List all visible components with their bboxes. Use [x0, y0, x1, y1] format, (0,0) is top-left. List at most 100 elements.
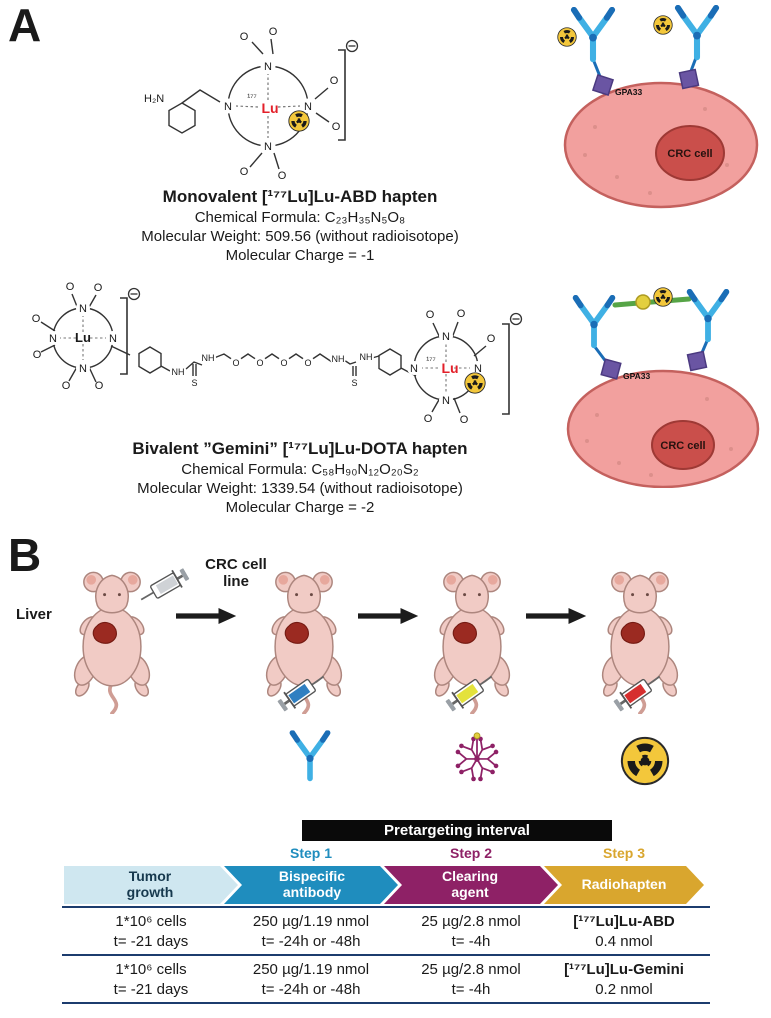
atom-o: O — [269, 26, 278, 38]
amine-group: H₂N — [144, 93, 164, 105]
step-2-label: Step 2 — [449, 845, 492, 861]
table-row2-clearing: 25 µg/2.8 nmol t= -4h — [386, 960, 556, 999]
atom-o: O — [457, 308, 466, 320]
atom-o: O — [95, 380, 104, 392]
hapten-ball-icon — [635, 294, 651, 310]
banner-seg-clearing-agent — [384, 866, 558, 904]
cell-line2: t= -4h — [451, 980, 491, 998]
crc-cell-label: CRC cell — [667, 148, 712, 160]
cell-line1: 25 µg/2.8 nmol — [421, 961, 521, 978]
atom-o: O — [240, 166, 249, 178]
cell-line2: 0.2 nmol — [595, 980, 653, 998]
banner-label-tumor-growth: Tumor growth — [126, 868, 174, 900]
peg-o: O — [304, 358, 311, 368]
radioactive-icon — [653, 287, 673, 307]
table-row1-antibody: 250 µg/1.19 nmol t= -24h or -48h — [226, 912, 396, 951]
radioactive-icon — [620, 736, 670, 786]
banner-label-clearing-agent: Clearing agent — [441, 868, 498, 900]
monovalent-charge: Molecular Charge = -1 — [225, 247, 375, 264]
crc-cell-line-label: CRC cell line — [205, 556, 267, 591]
monovalent-structure-drawing: N N N N O O O O O O ¹⁷⁷ Lu H₂N — [144, 26, 359, 182]
table-row2-antibody: 250 µg/1.19 nmol t= -24h or -48h — [226, 960, 396, 999]
lu-isotope-177: ¹⁷⁷ — [426, 355, 436, 365]
gemini-title: Bivalent ”Gemini” [¹⁷⁷Lu]Lu-DOTA hapten — [132, 439, 468, 458]
peg-o: O — [256, 358, 263, 368]
cell-line1: 250 µg/1.19 nmol — [252, 913, 370, 930]
banner-label-bispecific-antibody: Bispecific antibody — [278, 868, 346, 900]
arrow-right-icon — [358, 606, 420, 626]
radioactive-icon — [288, 110, 310, 132]
cell-line2: t= -24h or -48h — [261, 932, 361, 950]
thiourea-s: S — [191, 378, 197, 388]
monovalent-title: Monovalent [¹⁷⁷Lu]Lu-ABD hapten — [162, 187, 438, 206]
atom-o: O — [32, 313, 41, 325]
thiourea-s: S — [351, 378, 357, 388]
cell-line1: [¹⁷⁷Lu]Lu-ABD — [573, 913, 675, 930]
atom-o: O — [33, 349, 42, 361]
lu-atom: Lu — [261, 100, 278, 116]
atom-o: O — [278, 170, 287, 182]
crc-cell-label: CRC cell — [660, 440, 705, 452]
cell-line2: t= -21 days — [113, 932, 189, 950]
atom-n: N — [49, 333, 57, 345]
peg-o: O — [280, 358, 287, 368]
atom-o: O — [62, 380, 71, 392]
gemini-weight: Molecular Weight: 1339.54 (without radio… — [137, 480, 463, 497]
arrow-right-icon — [526, 606, 588, 626]
atom-n: N — [79, 303, 87, 315]
radioactive-icon — [464, 372, 486, 394]
amide-nh: NH — [172, 367, 185, 377]
gemini-charge: Molecular Charge = -2 — [225, 499, 375, 516]
radioactive-icon — [653, 15, 673, 35]
lu-isotope-177: ¹⁷⁷ — [247, 92, 257, 102]
bivalent-structure-drawing: N N N N Lu O O O O O O NH NH S O O O O N… — [32, 281, 523, 426]
cell-line1: [¹⁷⁷Lu]Lu-Gemini — [564, 961, 684, 978]
crc-cell-illustration-monovalent: CRC cell GPA33 — [557, 5, 759, 209]
atom-n: N — [109, 333, 117, 345]
lu-atom: Lu — [75, 330, 91, 345]
table-row1-radiohapten: [¹⁷⁷Lu]Lu-ABD 0.4 nmol — [539, 912, 709, 951]
atom-n: N — [224, 101, 232, 113]
atom-o: O — [460, 414, 469, 426]
step-3-label: Step 3 — [602, 845, 645, 861]
table-border-middle — [62, 954, 710, 956]
table-row2-radiohapten: [¹⁷⁷Lu]Lu-Gemini 0.2 nmol — [539, 960, 709, 999]
arrow-right-icon — [176, 606, 238, 626]
atom-n: N — [79, 363, 87, 375]
crc-cell-nucleus — [651, 420, 715, 470]
table-row1-tumor: 1*10⁶ cells t= -21 days — [66, 912, 236, 951]
atom-n: N — [264, 61, 272, 73]
gpa33-receptor — [591, 68, 700, 97]
cell-line2: t= -24h or -48h — [261, 980, 361, 998]
monovalent-weight: Molecular Weight: 509.56 (without radioi… — [141, 228, 459, 245]
clearing-agent-icon — [448, 728, 506, 786]
antibody-icon — [574, 10, 612, 59]
antibody-icon — [678, 8, 716, 57]
banner-seg-tumor-growth — [64, 866, 238, 904]
atom-o: O — [94, 282, 103, 294]
radioactive-icon — [557, 27, 577, 47]
cell-line1: 25 µg/2.8 nmol — [421, 913, 521, 930]
atom-o: O — [487, 333, 496, 345]
table-row2-tumor: 1*10⁶ cells t= -21 days — [66, 960, 236, 999]
gpa33-label: GPA33 — [615, 87, 643, 97]
amide-nh: NH — [202, 353, 215, 363]
panel-b-label: B — [8, 529, 42, 581]
gemini-bridge — [612, 296, 692, 308]
cell-line2: t= -21 days — [113, 980, 189, 998]
crc-cell-nucleus — [655, 125, 725, 181]
atom-n: N — [442, 395, 450, 407]
antibody-icon — [576, 298, 613, 346]
atom-o: O — [426, 309, 435, 321]
gpa33-receptor — [600, 350, 708, 380]
atom-o: O — [66, 281, 75, 293]
cell-line2: t= -4h — [451, 932, 491, 950]
banner-seg-radiohapten — [544, 866, 704, 904]
cell-line1: 250 µg/1.19 nmol — [252, 961, 370, 978]
gemini-formula: Chemical Formula: C₅₈H₉₀N₁₂O₂₀S₂ — [181, 461, 419, 478]
antibody-icon — [690, 292, 727, 340]
monovalent-formula: Chemical Formula: C₂₃H₃₅N₅O₈ — [194, 209, 406, 226]
amide-nh: NH — [332, 354, 345, 364]
atom-o: O — [424, 413, 433, 425]
